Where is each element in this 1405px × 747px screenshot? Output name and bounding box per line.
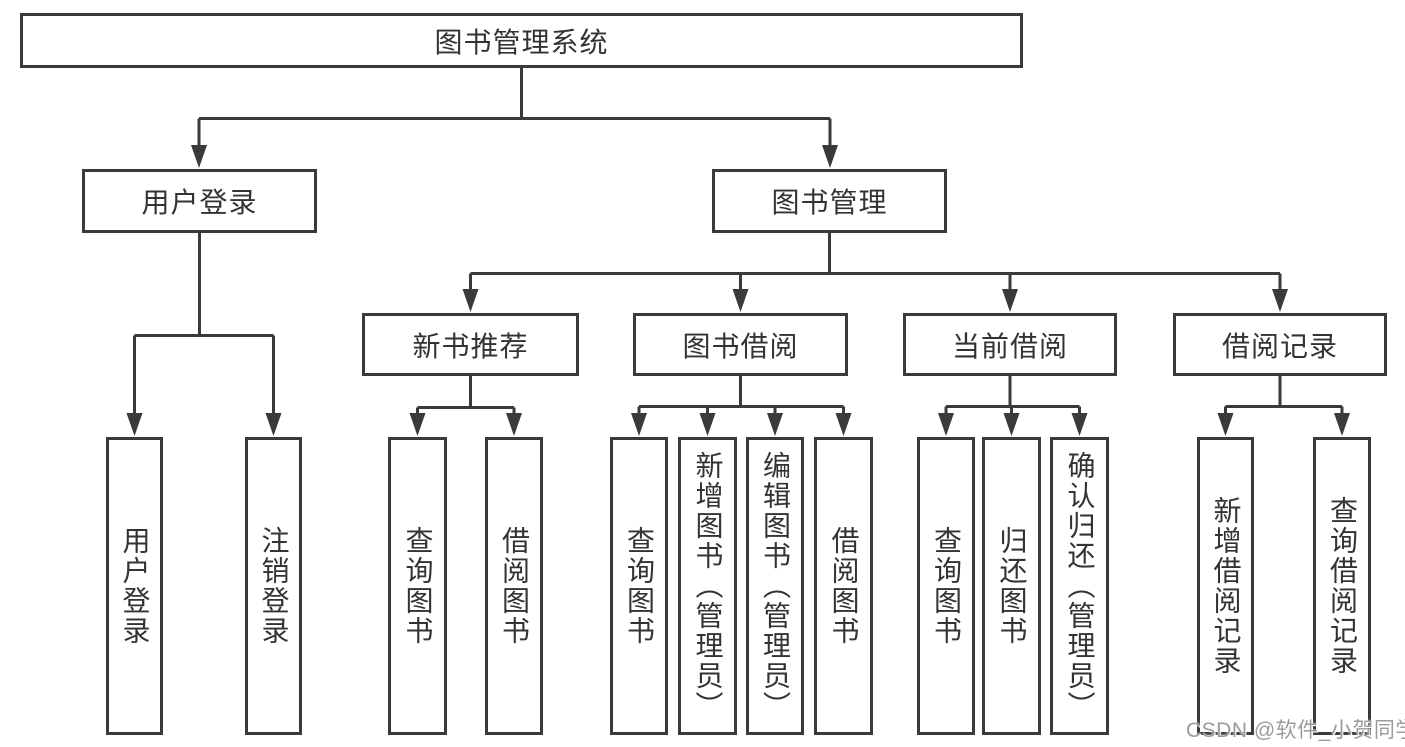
leaf-add-book-admin: 新增图书（管理员） — [678, 437, 737, 735]
node-label: 新增图书（管理员） — [692, 451, 724, 721]
node-label: 借阅图书 — [828, 526, 860, 646]
node-label: 查询图书 — [931, 526, 962, 646]
leaf-borrow-books-recommend: 借阅图书 — [485, 437, 543, 735]
arrowhead — [1003, 413, 1020, 436]
node-label: 归还图书 — [996, 526, 1028, 646]
node-label: 查询图书 — [624, 526, 655, 646]
arrowhead — [191, 145, 207, 168]
leaf-logout: 注销登录 — [245, 437, 302, 735]
arrowhead — [631, 413, 647, 436]
node-book-management: 图书管理 — [712, 169, 947, 233]
leaf-return-books: 归还图书 — [982, 437, 1041, 735]
arrowhead — [1272, 289, 1288, 312]
arrowhead — [462, 289, 479, 312]
node-label: 新增借阅记录 — [1210, 496, 1242, 676]
leaf-query-books-recommend: 查询图书 — [388, 437, 447, 735]
arrowhead — [126, 413, 143, 436]
node-user-login: 用户登录 — [82, 169, 317, 233]
leaf-query-books-current: 查询图书 — [917, 437, 975, 735]
arrowhead — [506, 413, 522, 436]
arrowhead — [1002, 289, 1018, 312]
arrowhead — [822, 145, 838, 168]
node-label: 用户登录 — [141, 187, 258, 218]
arrowhead — [767, 413, 783, 436]
node-label: 编辑图书（管理员） — [760, 451, 791, 721]
arrowhead — [265, 413, 282, 436]
leaf-confirm-return-admin: 确认归还（管理员） — [1050, 437, 1109, 735]
connector-path — [133, 68, 1344, 418]
node-label: 借阅记录 — [1221, 330, 1338, 362]
node-new-book-recommend: 新书推荐 — [362, 313, 579, 376]
node-label: 查询图书 — [402, 526, 434, 646]
node-label: 查询借阅记录 — [1327, 496, 1358, 676]
node-label: 图书管理 — [771, 187, 888, 218]
leaf-user-login: 用户登录 — [106, 437, 163, 735]
node-label: 注销登录 — [258, 526, 290, 646]
arrowhead — [938, 413, 954, 436]
node-label: 确认归还（管理员） — [1064, 451, 1096, 721]
leaf-query-borrow-record: 查询借阅记录 — [1313, 437, 1371, 735]
leaf-borrow-books-borrowing: 借阅图书 — [814, 437, 873, 735]
leaf-add-borrow-record: 新增借阅记录 — [1197, 437, 1254, 735]
arrowhead — [1217, 413, 1234, 436]
arrowhead — [699, 413, 716, 436]
arrowhead — [732, 289, 749, 312]
node-label: 图书管理系统 — [434, 26, 609, 58]
leaf-query-books-borrowing: 查询图书 — [610, 437, 668, 735]
node-label: 借阅图书 — [499, 526, 530, 646]
node-label: 用户登录 — [119, 526, 151, 646]
node-borrowing-records: 借阅记录 — [1173, 313, 1387, 376]
arrowhead — [835, 413, 852, 436]
node-library-management-system: 图书管理系统 — [20, 13, 1023, 68]
csdn-watermark: CSDN @软件_小贺同学 — [1186, 719, 1405, 742]
node-label: 当前借阅 — [951, 330, 1068, 362]
arrowhead — [1071, 413, 1088, 436]
leaf-edit-book-admin: 编辑图书（管理员） — [746, 437, 804, 735]
node-book-borrowing: 图书借阅 — [633, 313, 848, 376]
node-label: 图书借阅 — [682, 330, 799, 362]
node-current-borrowing: 当前借阅 — [903, 313, 1117, 376]
arrowhead — [409, 413, 426, 436]
arrowhead — [1334, 413, 1350, 436]
node-label: 新书推荐 — [412, 330, 529, 362]
